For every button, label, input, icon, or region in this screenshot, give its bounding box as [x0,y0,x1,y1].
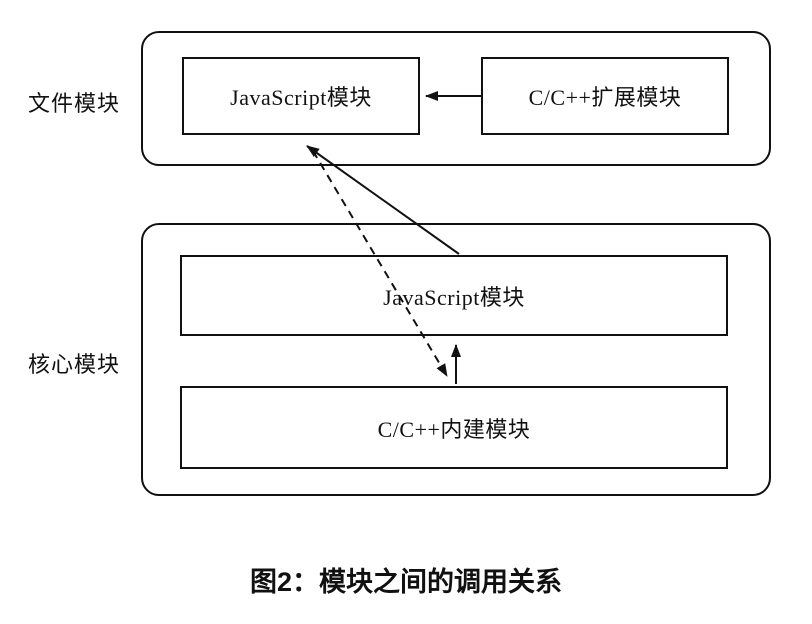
box-core-javascript-module-label: JavaScript模块 [383,284,525,310]
box-cpp-builtin-module: C/C++内建模块 [180,386,728,469]
box-file-javascript-module-label: JavaScript模块 [230,85,372,110]
box-cpp-builtin-module-label: C/C++内建模块 [377,416,531,442]
file-modules-label: 文件模块 [28,91,121,116]
box-cpp-extension-module-label: C/C++扩展模块 [528,85,682,110]
core-modules-label: 核心模块 [28,352,121,377]
box-core-javascript-module: JavaScript模块 [180,255,728,336]
figure-caption: 图2：模块之间的调用关系 [249,567,562,597]
box-cpp-extension-module: C/C++扩展模块 [481,57,729,135]
box-file-javascript-module: JavaScript模块 [182,57,420,135]
